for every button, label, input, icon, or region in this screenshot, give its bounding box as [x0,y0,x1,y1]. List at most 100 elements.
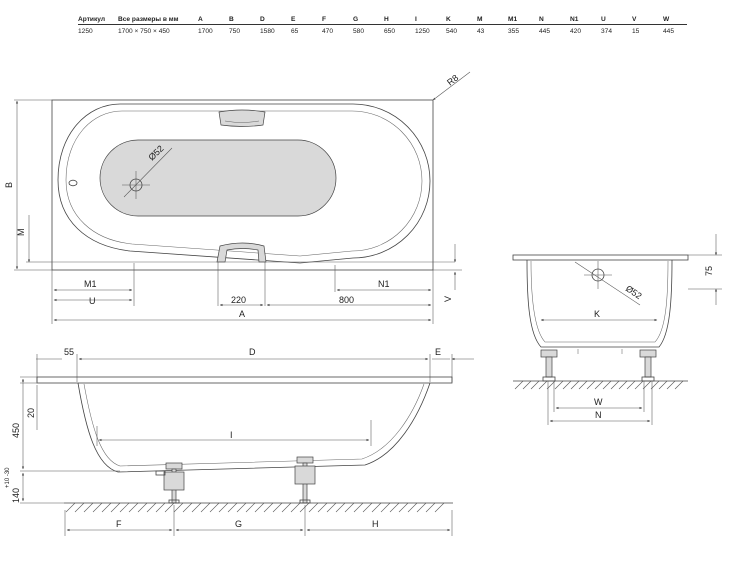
spec-value-e: 65 [291,27,299,35]
spec-header-f: F [322,12,353,25]
dim-n-label: N [595,410,602,420]
end-shell [526,259,673,348]
floor-hatch-line [407,502,418,513]
floor-hatch-line [182,502,193,513]
floor-hatch-line [362,502,373,513]
floor-hatch-line [642,380,652,390]
floor-hatch-line [281,502,292,513]
floor-hatch-line [74,502,85,513]
dim-800-label: 800 [339,295,354,305]
dim-75-label: 75 [704,266,714,276]
spec-value-m: 43 [477,27,485,35]
side-foot-right-body [294,465,316,485]
end-foot-left [540,349,558,358]
spec-header-b: B [229,12,260,25]
spec-header-n1: N1 [570,12,601,25]
floor-hatch-line [146,502,157,513]
floor-hatch-line [308,502,319,513]
end-foot-right-post [644,356,652,378]
floor-hatch-line [137,502,148,513]
dim-u-label: U [89,296,96,306]
top-bottom-stadium [99,139,337,217]
top-handle-upper [218,109,266,127]
end-foot-left-post [545,356,553,378]
dim-f-label: F [116,519,122,529]
end-foot-right [639,349,657,358]
spec-header-e: E [291,12,322,25]
dim-b-label: B [4,182,14,188]
spec-table: Артикул Все размеры в мм A B D E F G H I… [78,12,687,36]
floor-hatch-line [530,380,540,390]
floor-hatch-line [83,502,94,513]
dim-55-label: 55 [64,347,74,357]
floor-hatch-line [658,380,668,390]
dim-n1-label: N1 [378,279,390,289]
top-view: Ø52 R8 B M M1 U 220 800 N1 A [4,71,471,324]
floor-hatch-line [200,502,211,513]
side-shell [77,382,431,473]
end-view: Ø52 75 K W N [512,234,722,425]
side-foot-left-head [165,462,183,470]
spec-header-i: I [415,12,446,25]
floor-hatch-line [101,502,112,513]
floor-hatch-line [626,380,636,390]
floor-hatch-line [634,380,644,390]
spec-value-row: 1250 1700 × 750 × 450 1700 750 1580 65 4… [78,25,687,37]
spec-value-n: 445 [539,27,551,35]
dim-v-label: V [443,296,453,302]
floor-hatch-line [155,502,166,513]
floor-hatch-line [191,502,202,513]
end-shell-inner [530,260,669,343]
spec-header-g: G [353,12,384,25]
floor-hatch-line [92,502,103,513]
floor-hatch-line [173,502,184,513]
floor-hatch-line [562,380,572,390]
floor-hatch-line [514,380,524,390]
floor-hatch-line [317,502,328,513]
dim-w-label: W [594,397,603,407]
dim-g-label: G [235,519,242,529]
floor-hatch-line [236,502,247,513]
dim-m1-label: M1 [84,279,97,289]
dim-e-label: E [435,347,441,357]
floor-hatch-line [272,502,283,513]
side-foot-right-head [296,456,314,464]
overflow-icon [68,179,78,187]
spec-value-f: 470 [322,27,334,35]
floor-hatch-line [389,502,400,513]
spec-header-w: W [663,12,687,25]
floor-hatch-line [398,502,409,513]
floor-hatch-line [602,380,612,390]
spec-header-m1: M1 [508,12,539,25]
floor-hatch-line [522,380,532,390]
spec-value-all-dims: 1700 × 750 × 450 [118,27,170,35]
spec-value-v: 15 [632,27,640,35]
corner-radius-label: R8 [445,73,460,88]
side-floor-hatch [65,502,445,513]
floor-hatch-line [227,502,238,513]
floor-hatch-line [666,380,676,390]
spec-header-d: D [260,12,291,25]
spec-header-k: K [446,12,477,25]
end-rim [512,254,689,261]
dim-d-label: D [249,347,256,357]
floor-hatch-line [353,502,364,513]
spec-header-m: M [477,12,508,25]
top-outer-rim [51,99,434,271]
spec-value-a: 1700 [198,27,213,35]
floor-hatch-line [570,380,580,390]
spec-header-v: V [632,12,663,25]
floor-hatch-line [110,502,121,513]
spec-header-row: Артикул Все размеры в мм A B D E F G H I… [78,12,687,25]
floor-hatch-line [344,502,355,513]
spec-value-h: 650 [384,27,396,35]
dim-450-label: 450 [11,423,21,438]
floor-hatch-line [299,502,310,513]
floor-hatch-line [650,380,660,390]
floor-hatch-line [594,380,604,390]
floor-hatch-line [546,380,556,390]
spec-value-u: 374 [601,27,613,35]
spec-value-w: 445 [663,27,675,35]
floor-hatch-line [674,380,684,390]
